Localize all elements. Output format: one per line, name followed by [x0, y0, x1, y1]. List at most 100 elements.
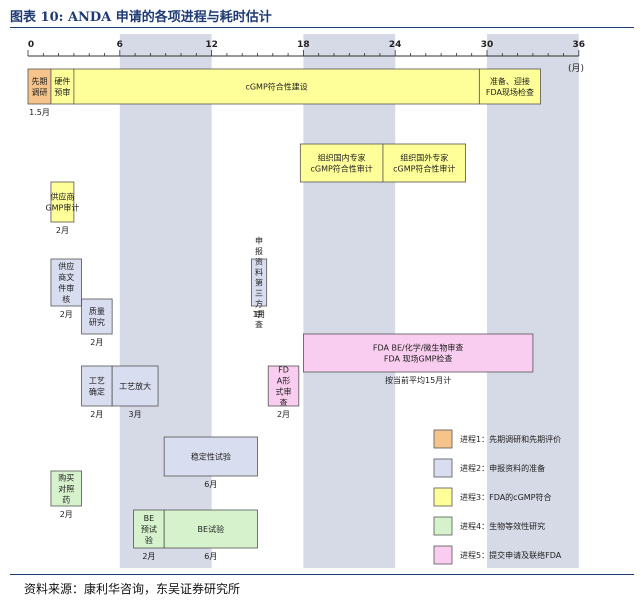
task-box-6	[50, 181, 75, 223]
x-tick-label: 30	[481, 40, 494, 50]
shaded-band-0	[119, 34, 212, 568]
legend-label-4: 进程5：提交申请及联络FDA	[460, 550, 562, 560]
legend-label-3: 进程4：生物等效性研究	[460, 521, 545, 531]
figure-title: 图表 10: ANDA 申请的各项进程与耗时估计	[10, 10, 272, 25]
task-label-8: 资	[255, 257, 263, 267]
task-label-13: 式审	[276, 387, 292, 397]
task-label-16: 预试	[141, 524, 157, 534]
x-tick-label: 12	[205, 40, 218, 50]
task-label-11: 工艺	[89, 377, 105, 386]
task-label-15: 对照	[58, 484, 74, 494]
duration-label-12: 3月	[129, 410, 142, 419]
task-box-14	[163, 436, 258, 477]
duration-label-15: 2月	[60, 510, 73, 519]
duration-label-11: 2月	[90, 410, 103, 419]
duration-label-16: 2月	[142, 552, 155, 561]
duration-label-0: 1.5月	[29, 108, 50, 117]
task-label-2: cGMP符合性建设	[245, 82, 307, 92]
x-tick-label: 0	[28, 40, 34, 50]
task-label-8: 料	[255, 267, 263, 277]
legend-swatch-3	[433, 516, 453, 536]
x-axis-unit: (月)	[568, 63, 584, 74]
task-label-15: 药	[62, 495, 70, 505]
shaded-band-2	[487, 34, 579, 568]
task-label-7: 商文	[58, 272, 74, 282]
task-box-16	[133, 509, 165, 549]
task-box-3	[478, 68, 541, 105]
task-label-15: 购买	[58, 473, 74, 483]
task-label-8: 审	[255, 309, 263, 319]
task-box-8	[250, 258, 268, 307]
task-label-8: 第	[255, 278, 263, 288]
legend-swatch-1	[433, 458, 453, 478]
task-box-11	[81, 365, 113, 407]
title-rule	[10, 27, 634, 28]
duration-label-14: 6月	[204, 480, 217, 489]
legend-label-0: 进程1：先期调研和先期评价	[460, 434, 561, 444]
task-label-10: FDA BE/化学/微生物审查	[373, 343, 464, 353]
duration-label-10: 按当前平均15月计	[385, 375, 451, 385]
task-box-7	[50, 258, 82, 307]
task-label-10: FDA 现场GMP检查	[384, 354, 453, 364]
legend-label-2: 进程3：FDA的cGMP符合	[460, 492, 552, 502]
source-note: 资料来源：康利华咨询，东吴证券研究所	[24, 582, 241, 596]
x-tick-label: 36	[573, 40, 586, 50]
task-label-9: 研究	[89, 317, 105, 327]
task-label-8: 三	[255, 289, 263, 298]
duration-label-13: 2月	[277, 410, 290, 419]
task-label-13: FD	[278, 366, 289, 375]
task-label-16: 验	[145, 535, 153, 545]
task-box-17	[163, 509, 258, 549]
task-label-14: 稳定性试验	[191, 452, 231, 462]
task-label-5: cGMP符合性审计	[393, 164, 455, 174]
task-box-5	[382, 143, 466, 183]
task-label-8: 查	[255, 320, 263, 330]
task-label-13: 查	[280, 398, 288, 408]
task-label-13: A形	[277, 377, 290, 386]
task-label-1: 预审	[54, 87, 70, 97]
task-label-16: BE	[144, 514, 155, 523]
task-label-7: 供应	[58, 261, 74, 271]
task-label-12: 工艺放大	[119, 381, 151, 391]
task-label-8: 申	[255, 236, 263, 246]
x-tick-label: 6	[117, 40, 123, 50]
x-tick-label: 24	[389, 40, 402, 50]
task-label-5: 组织国外专家	[400, 153, 448, 163]
duration-label-17: 6月	[204, 552, 217, 561]
task-label-8: 方	[255, 299, 263, 309]
task-label-7: 核	[62, 294, 70, 304]
duration-label-9: 2月	[90, 338, 103, 347]
task-label-8: 报	[255, 246, 263, 256]
task-box-4	[299, 143, 384, 183]
task-label-17: BE试验	[198, 524, 225, 534]
task-label-6: GMP审计	[45, 203, 79, 213]
duration-label-8: 1月	[252, 310, 265, 319]
shaded-band-1	[303, 34, 396, 568]
duration-label-6: 2月	[56, 226, 69, 235]
task-box-10	[302, 333, 534, 373]
task-label-0: 调研	[31, 88, 47, 97]
task-box-9	[81, 298, 113, 335]
task-label-11: 确定	[89, 387, 105, 397]
legend-swatch-4	[433, 545, 453, 565]
task-label-9: 质量	[89, 306, 105, 316]
chart-frame: 0 6 12 18 24 30 36 (月) 先期调研 1.5月 硬件预审 cGMP符合性建设 准备、迎…	[24, 34, 590, 568]
duration-label-7: 2月	[60, 310, 73, 319]
task-label-1: 硬件	[54, 76, 70, 86]
x-tick-label: 18	[297, 40, 310, 50]
task-label-4: cGMP符合性审计	[310, 164, 372, 174]
task-box-12	[111, 365, 159, 407]
task-box-0	[27, 68, 52, 105]
task-box-1	[50, 68, 75, 105]
task-label-0: 先期	[31, 76, 47, 86]
task-label-7: 件审	[58, 283, 74, 293]
task-box-15	[50, 470, 82, 507]
footer-rule	[10, 574, 634, 575]
task-label-3: 准备、迎接	[490, 76, 530, 86]
task-box-13	[267, 365, 300, 407]
task-label-4: 组织国内专家	[318, 153, 366, 163]
legend-label-1: 进程2：申报资料的准备	[460, 463, 545, 473]
legend-swatch-0	[433, 429, 453, 449]
task-label-6: 供应商	[50, 192, 74, 202]
